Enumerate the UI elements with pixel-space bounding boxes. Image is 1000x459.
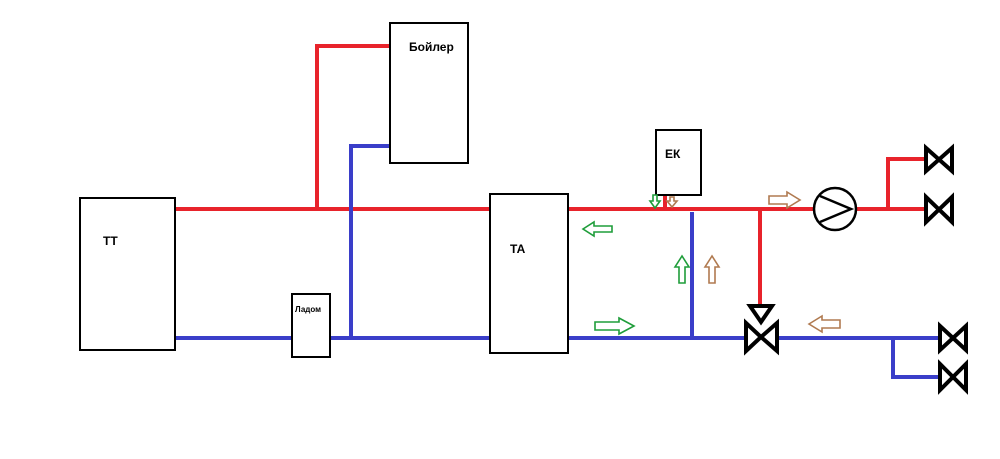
valve-icon-return-lower xyxy=(938,359,968,395)
return-pipe-branch-lower xyxy=(891,336,940,379)
ek-label: ЕК xyxy=(665,147,681,161)
flow-arrow-down-brown xyxy=(665,196,679,209)
boiler-label: Бойлер xyxy=(409,40,454,54)
flow-arrow-right-brown xyxy=(768,190,802,210)
boiler-unit: Бойлер xyxy=(389,22,469,164)
supply-pipes xyxy=(173,44,927,307)
ta-box xyxy=(489,193,569,354)
flow-arrow-up-green xyxy=(673,254,691,284)
flow-arrows xyxy=(581,190,841,336)
return-pipes xyxy=(173,144,940,379)
ladom-box xyxy=(291,293,331,358)
boiler-box xyxy=(389,22,469,164)
flow-arrow-left-brown xyxy=(807,314,841,334)
ta-unit: ТА xyxy=(489,193,569,354)
tt-box xyxy=(79,197,176,351)
supply-pipe-branch-upper xyxy=(886,157,927,211)
valve-icon-supply-lower xyxy=(924,192,954,227)
tt-boiler-unit: ТТ xyxy=(79,197,176,351)
ta-label: ТА xyxy=(510,242,526,256)
flow-arrow-left-green xyxy=(581,220,613,238)
supply-pipe-to-boiler xyxy=(315,44,392,211)
ladom-label: Ладом xyxy=(295,305,321,314)
tt-label: ТТ xyxy=(103,234,118,248)
flow-arrow-up-brown xyxy=(703,254,721,284)
valve-icon-supply-upper xyxy=(924,143,954,176)
three-way-valve-icon xyxy=(744,304,779,356)
ek-unit: ЕК xyxy=(655,129,702,196)
valve-icon-return-upper xyxy=(938,321,968,355)
ladom-unit: Ладом xyxy=(291,293,331,358)
flow-arrow-right-green xyxy=(594,316,636,336)
ek-box xyxy=(655,129,702,196)
flow-arrow-down-green xyxy=(648,194,662,210)
return-pipe-from-boiler xyxy=(349,144,392,340)
circulation-pump-icon xyxy=(812,186,858,232)
